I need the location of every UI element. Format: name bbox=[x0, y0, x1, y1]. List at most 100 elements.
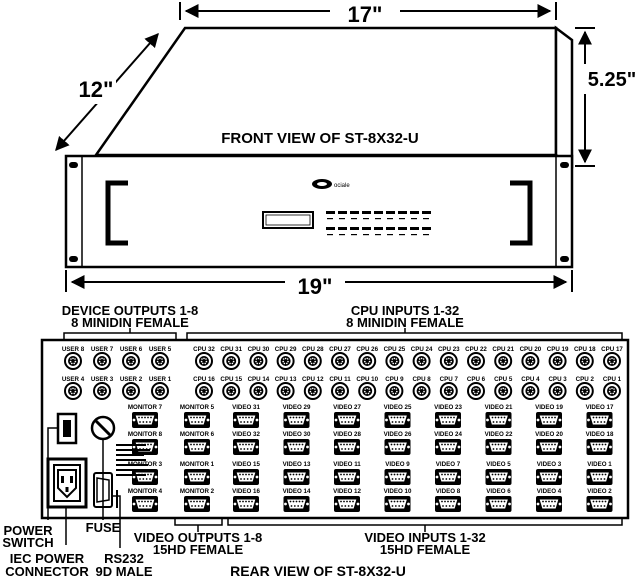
front-key[interactable] bbox=[374, 227, 383, 230]
minidin-port bbox=[151, 382, 169, 400]
front-key[interactable] bbox=[398, 211, 407, 214]
video-input-label: VIDEO 10 bbox=[384, 488, 412, 495]
rs232-connector bbox=[93, 472, 113, 508]
front-key[interactable] bbox=[422, 211, 431, 214]
video-input-label: VIDEO 9 bbox=[385, 461, 410, 468]
video-input-port bbox=[536, 439, 562, 455]
dim-depth: 12" bbox=[55, 32, 159, 152]
fuse-label: FUSE bbox=[86, 520, 121, 535]
minidin-port bbox=[276, 352, 295, 370]
power-switch[interactable] bbox=[56, 412, 78, 445]
dim-height-label: 5.25" bbox=[588, 69, 636, 91]
video-input-port bbox=[485, 469, 512, 485]
iec-power-label: IEC POWER bbox=[10, 551, 85, 566]
cpu-port-label: CPU 15 bbox=[220, 376, 242, 383]
video-input-label: VIDEO 6 bbox=[486, 488, 511, 495]
cpu-port-label: CPU 30 bbox=[248, 346, 270, 353]
minidin-port bbox=[385, 352, 404, 370]
front-key-caption bbox=[423, 234, 429, 236]
front-key-caption bbox=[399, 234, 405, 236]
minidin-port bbox=[494, 352, 513, 370]
callout-brackets bbox=[63, 328, 623, 340]
front-key[interactable] bbox=[422, 227, 431, 230]
video-input-label: VIDEO 32 bbox=[232, 431, 260, 438]
minidin-port bbox=[195, 382, 213, 400]
cpu-port-label: CPU 16 bbox=[193, 376, 215, 383]
dim-width-bottom-label: 19" bbox=[298, 274, 333, 299]
video-input-label: VIDEO 26 bbox=[384, 431, 412, 438]
video-input-port bbox=[233, 496, 259, 512]
front-key[interactable] bbox=[362, 227, 371, 230]
front-key-caption bbox=[375, 234, 381, 236]
video-input-port bbox=[384, 439, 411, 455]
video-input-label: VIDEO 20 bbox=[535, 431, 563, 438]
video-input-port bbox=[586, 439, 613, 455]
video-input-label: VIDEO 8 bbox=[436, 488, 461, 495]
minidin-port bbox=[521, 352, 540, 370]
iec-power-label-2: CONNECTOR bbox=[5, 564, 89, 579]
user-port-label: USER 4 bbox=[62, 376, 85, 383]
front-key[interactable] bbox=[398, 227, 407, 230]
front-key-caption bbox=[375, 218, 381, 220]
video-input-label: VIDEO 18 bbox=[586, 431, 614, 438]
video-output-port bbox=[184, 439, 210, 455]
cpu-port-label: CPU 8 bbox=[412, 376, 431, 383]
video-input-label: VIDEO 25 bbox=[384, 404, 412, 411]
cpu-port-label: CPU 3 bbox=[548, 376, 567, 383]
video-input-port bbox=[435, 496, 461, 512]
video-input-port bbox=[283, 496, 310, 512]
cpu-port-label: CPU 21 bbox=[492, 346, 514, 353]
rs232-label-2: 9D MALE bbox=[95, 564, 152, 579]
front-key-caption bbox=[423, 218, 429, 220]
front-key[interactable] bbox=[410, 211, 419, 214]
video-input-label: VIDEO 11 bbox=[333, 461, 361, 468]
lower-callout-lines bbox=[47, 427, 623, 548]
video-inputs-label: VIDEO INPUTS 1-32 bbox=[364, 530, 485, 545]
front-key[interactable] bbox=[326, 211, 335, 214]
video-output-port bbox=[132, 496, 158, 512]
video-input-label: VIDEO 19 bbox=[535, 404, 563, 411]
monitor-port-label: MONITOR 1 bbox=[180, 461, 215, 468]
video-input-port bbox=[485, 439, 512, 455]
cpu-port-label: CPU 12 bbox=[302, 376, 324, 383]
video-output-port bbox=[184, 469, 210, 485]
front-key[interactable] bbox=[362, 211, 371, 214]
front-key-caption bbox=[411, 234, 417, 236]
minidin-port bbox=[358, 352, 377, 370]
front-key[interactable] bbox=[410, 227, 419, 230]
video-input-port bbox=[536, 469, 562, 485]
minidin-port bbox=[439, 352, 458, 370]
front-key[interactable] bbox=[338, 227, 347, 230]
video-input-label: VIDEO 1 bbox=[587, 461, 612, 468]
video-input-port bbox=[384, 496, 411, 512]
front-key[interactable] bbox=[386, 227, 395, 230]
user-port-label: USER 5 bbox=[149, 346, 172, 353]
front-key[interactable] bbox=[350, 211, 359, 214]
video-input-label: VIDEO 14 bbox=[283, 488, 311, 495]
front-key[interactable] bbox=[326, 227, 335, 230]
rs232-label: RS232 bbox=[104, 551, 144, 566]
minidin-port bbox=[603, 352, 621, 370]
video-input-port bbox=[435, 412, 461, 428]
video-input-label: VIDEO 22 bbox=[485, 431, 513, 438]
video-input-label: VIDEO 24 bbox=[434, 431, 462, 438]
front-key[interactable] bbox=[374, 211, 383, 214]
front-button-grid[interactable] bbox=[326, 211, 431, 236]
cpu-port-label: CPU 20 bbox=[520, 346, 542, 353]
front-key[interactable] bbox=[338, 211, 347, 214]
front-key[interactable] bbox=[350, 227, 359, 230]
video-input-label: VIDEO 3 bbox=[537, 461, 562, 468]
video-input-label: VIDEO 31 bbox=[232, 404, 260, 411]
front-key[interactable] bbox=[386, 211, 395, 214]
video-input-label: VIDEO 12 bbox=[333, 488, 361, 495]
dim-width-bottom: 19" bbox=[65, 270, 573, 299]
minidin-port bbox=[603, 382, 621, 400]
video-input-port bbox=[586, 469, 613, 485]
video-input-port bbox=[586, 412, 613, 428]
video-inputs-type: 15HD FEMALE bbox=[380, 542, 471, 557]
cpu-port-label: CPU 19 bbox=[547, 346, 569, 353]
cpu-port-label: CPU 10 bbox=[356, 376, 378, 383]
video-input-label: VIDEO 13 bbox=[283, 461, 311, 468]
video-input-label: VIDEO 16 bbox=[232, 488, 260, 495]
